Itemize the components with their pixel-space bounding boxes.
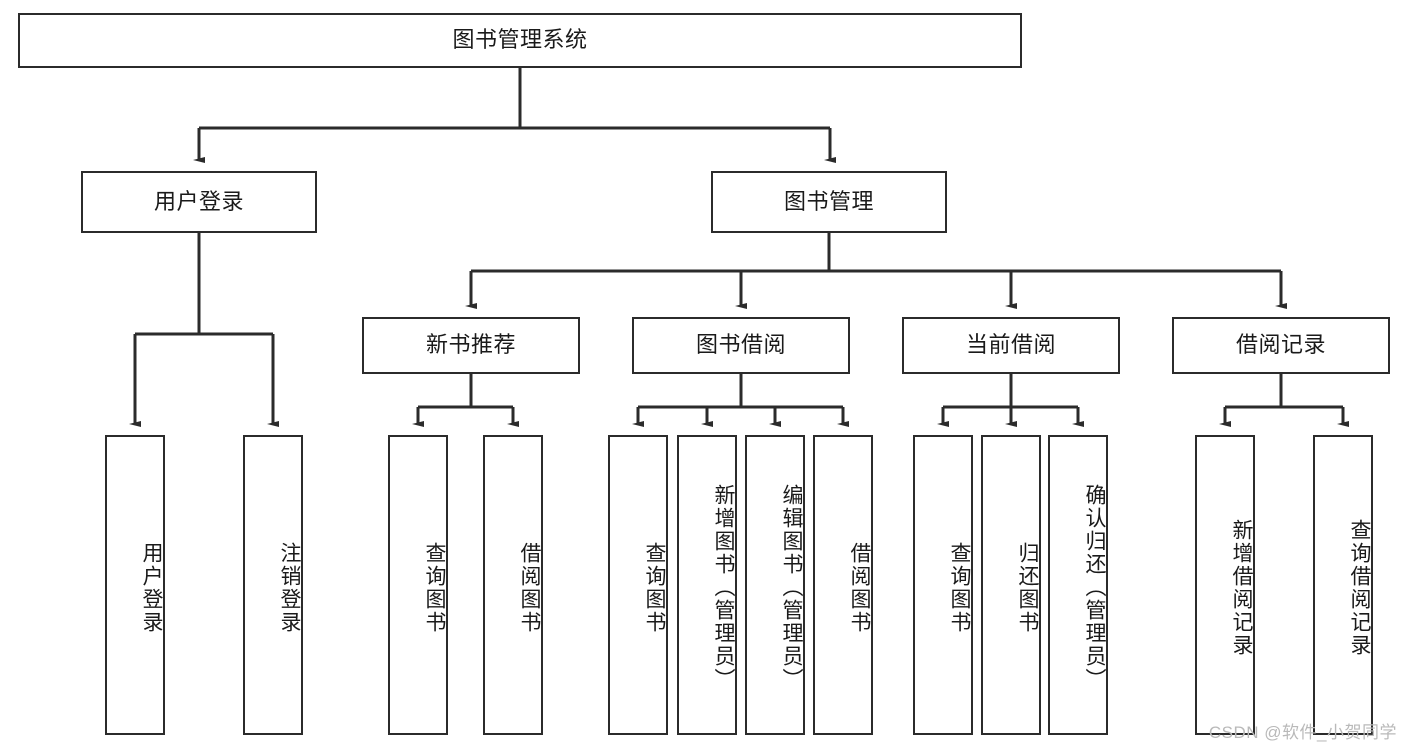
node-leaf-borrow-book-1-label: 借阅图书 xyxy=(518,542,541,634)
node-leaf-query-book-1-label: 查询图书 xyxy=(423,542,446,634)
node-borrow-record[interactable]: 借阅记录 xyxy=(1172,317,1390,374)
node-current-borrow-label: 当前借阅 xyxy=(965,332,1056,358)
node-user-login-label: 用户登录 xyxy=(153,188,244,214)
node-leaf-confirm-return-label: 确认归还（管理员） xyxy=(1083,483,1106,691)
node-leaf-edit-book-label: 编辑图书（管理员） xyxy=(780,483,803,691)
node-leaf-borrow-book-1[interactable]: 借阅图书 xyxy=(483,435,543,735)
watermark-text: CSDN @软件_小贺同学 xyxy=(1208,723,1397,742)
node-leaf-query-record-label: 查询借阅记录 xyxy=(1348,519,1371,657)
node-new-book-recommend[interactable]: 新书推荐 xyxy=(362,317,580,374)
node-root-label: 图书管理系统 xyxy=(452,27,588,53)
node-new-book-recommend-label: 新书推荐 xyxy=(425,332,516,358)
node-leaf-query-record[interactable]: 查询借阅记录 xyxy=(1313,435,1373,735)
node-book-borrow[interactable]: 图书借阅 xyxy=(632,317,850,374)
node-leaf-logout[interactable]: 注销登录 xyxy=(243,435,303,735)
node-leaf-query-book-2[interactable]: 查询图书 xyxy=(608,435,668,735)
node-book-manage-label: 图书管理 xyxy=(783,188,874,214)
node-leaf-add-book-label: 新增图书（管理员） xyxy=(712,483,735,691)
node-leaf-add-book[interactable]: 新增图书（管理员） xyxy=(677,435,737,735)
node-leaf-query-book-2-label: 查询图书 xyxy=(643,542,666,634)
node-current-borrow[interactable]: 当前借阅 xyxy=(902,317,1120,374)
node-root[interactable]: 图书管理系统 xyxy=(18,13,1022,68)
node-borrow-record-label: 借阅记录 xyxy=(1235,332,1326,358)
node-leaf-confirm-return[interactable]: 确认归还（管理员） xyxy=(1048,435,1108,735)
node-leaf-borrow-book-2[interactable]: 借阅图书 xyxy=(813,435,873,735)
node-leaf-edit-book[interactable]: 编辑图书（管理员） xyxy=(745,435,805,735)
node-leaf-logout-label: 注销登录 xyxy=(278,542,301,634)
node-leaf-borrow-book-2-label: 借阅图书 xyxy=(848,542,871,634)
node-leaf-add-record[interactable]: 新增借阅记录 xyxy=(1195,435,1255,735)
node-leaf-add-record-label: 新增借阅记录 xyxy=(1230,519,1253,657)
node-leaf-return-book-label: 归还图书 xyxy=(1016,542,1039,634)
node-user-login[interactable]: 用户登录 xyxy=(81,171,317,233)
node-leaf-query-book-1[interactable]: 查询图书 xyxy=(388,435,448,735)
node-leaf-query-book-3[interactable]: 查询图书 xyxy=(913,435,973,735)
node-book-manage[interactable]: 图书管理 xyxy=(711,171,947,233)
node-leaf-user-login-label: 用户登录 xyxy=(140,542,163,634)
node-leaf-user-login[interactable]: 用户登录 xyxy=(105,435,165,735)
node-leaf-query-book-3-label: 查询图书 xyxy=(948,542,971,634)
node-leaf-return-book[interactable]: 归还图书 xyxy=(981,435,1041,735)
node-book-borrow-label: 图书借阅 xyxy=(695,332,786,358)
